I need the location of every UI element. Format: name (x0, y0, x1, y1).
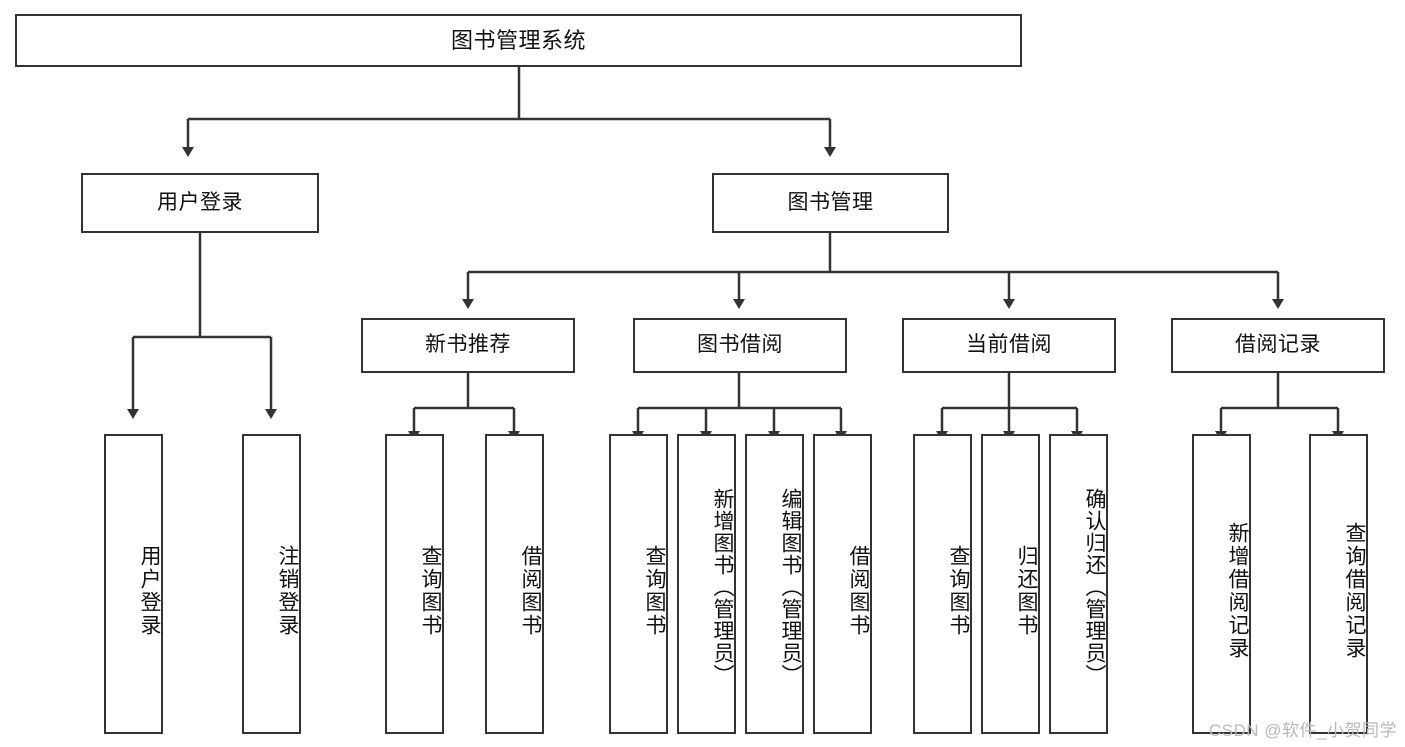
leaf-add-book-label: 新增图书（管理员） (711, 488, 734, 686)
node-borrow-record[interactable]: 借阅记录 (1171, 318, 1385, 373)
leaf-user-login-label: 用户登录 (138, 545, 161, 637)
node-book-borrow[interactable]: 图书借阅 (633, 318, 847, 373)
leaf-logout-label: 注销登录 (276, 545, 299, 637)
node-book-manage[interactable]: 图书管理 (712, 173, 949, 233)
leaf-borrow-book-2[interactable]: 借阅图书 (813, 434, 872, 734)
leaf-query-book-1[interactable]: 查询图书 (385, 434, 444, 734)
leaf-add-record-label: 新增借阅记录 (1226, 522, 1249, 660)
leaf-add-record[interactable]: 新增借阅记录 (1192, 434, 1251, 734)
leaf-query-record[interactable]: 查询借阅记录 (1309, 434, 1368, 734)
node-borrow-record-label: 借阅记录 (1235, 333, 1321, 357)
node-book-borrow-label: 图书借阅 (697, 333, 783, 357)
node-current-borrow-label: 当前借阅 (966, 333, 1052, 357)
leaf-borrow-book-1-label: 借阅图书 (519, 545, 542, 637)
leaf-confirm-return[interactable]: 确认归还（管理员） (1049, 434, 1108, 734)
leaf-confirm-return-label: 确认归还（管理员） (1083, 488, 1106, 686)
node-book-manage-label: 图书管理 (787, 190, 874, 214)
node-current-borrow[interactable]: 当前借阅 (902, 318, 1116, 373)
leaf-query-book-3[interactable]: 查询图书 (913, 434, 972, 734)
node-user-login-label: 用户登录 (157, 190, 243, 214)
leaf-query-book-2[interactable]: 查询图书 (609, 434, 668, 734)
leaf-query-book-3-label: 查询图书 (947, 545, 970, 637)
node-user-login[interactable]: 用户登录 (81, 173, 319, 233)
leaf-add-book[interactable]: 新增图书（管理员） (677, 434, 736, 734)
node-root-label: 图书管理系统 (450, 27, 586, 53)
leaf-edit-book-label: 编辑图书（管理员） (779, 488, 802, 686)
leaf-query-book-1-label: 查询图书 (419, 545, 442, 637)
watermark-text: CSDN @软件_小贺同学 (1208, 721, 1397, 740)
leaf-logout[interactable]: 注销登录 (242, 434, 301, 734)
leaf-return-book-label: 归还图书 (1015, 545, 1038, 637)
node-new-book-recommend[interactable]: 新书推荐 (361, 318, 575, 373)
leaf-borrow-book-1[interactable]: 借阅图书 (485, 434, 544, 734)
leaf-query-book-2-label: 查询图书 (643, 545, 666, 637)
node-new-book-recommend-label: 新书推荐 (425, 333, 511, 357)
leaf-edit-book[interactable]: 编辑图书（管理员） (745, 434, 804, 734)
leaf-user-login[interactable]: 用户登录 (104, 434, 163, 734)
leaf-borrow-book-2-label: 借阅图书 (847, 545, 870, 637)
node-root[interactable]: 图书管理系统 (15, 14, 1022, 67)
leaf-return-book[interactable]: 归还图书 (981, 434, 1040, 734)
leaf-query-record-label: 查询借阅记录 (1343, 522, 1366, 660)
